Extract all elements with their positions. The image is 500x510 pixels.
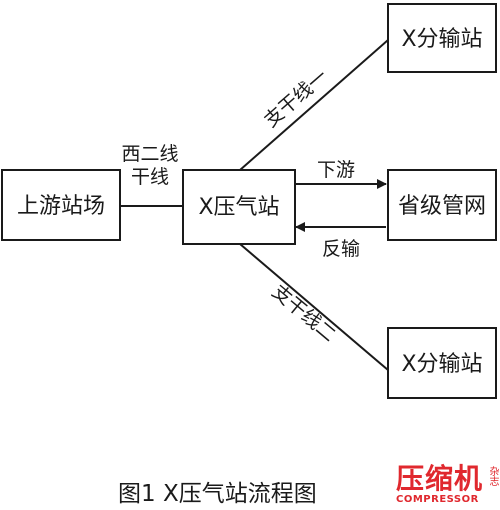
magazine-logo: 压缩机 杂志 COMPRESSOR — [394, 464, 498, 506]
node-provincial-label: 省级管网 — [398, 194, 486, 219]
branch1-connector — [239, 39, 389, 171]
node-upstream: 上游站场 — [1, 169, 121, 241]
node-branch-bottom-label: X分输站 — [401, 352, 482, 377]
node-branch-bottom: X分输站 — [387, 327, 497, 399]
logo-side-text: 杂志 — [487, 466, 498, 486]
logo-sub-text: COMPRESSOR — [396, 494, 479, 505]
edge-label-trunk-2: 干线 — [131, 166, 169, 188]
edge-label-reverse: 反输 — [322, 238, 360, 260]
flow-diagram: 上游站场 X压气站 X分输站 省级管网 X分输站 西二线 干线 支干线一 支干线… — [1, 3, 497, 399]
logo-main-text: 压缩机 — [396, 462, 484, 495]
node-branch-top-label: X分输站 — [401, 27, 482, 52]
node-provincial: 省级管网 — [387, 169, 497, 241]
edge-label-downstream: 下游 — [317, 159, 355, 181]
node-center: X压气站 — [182, 169, 296, 245]
node-branch-top: X分输站 — [387, 3, 497, 73]
edge-label-branch2: 支干线二 — [268, 281, 340, 347]
branch2-connector — [239, 243, 389, 371]
edge-label-trunk-1: 西二线 — [121, 143, 178, 165]
node-center-label: X压气站 — [198, 195, 279, 220]
node-upstream-label: 上游站场 — [17, 194, 105, 219]
figure-caption: 图1 X压气站流程图 — [118, 481, 317, 507]
